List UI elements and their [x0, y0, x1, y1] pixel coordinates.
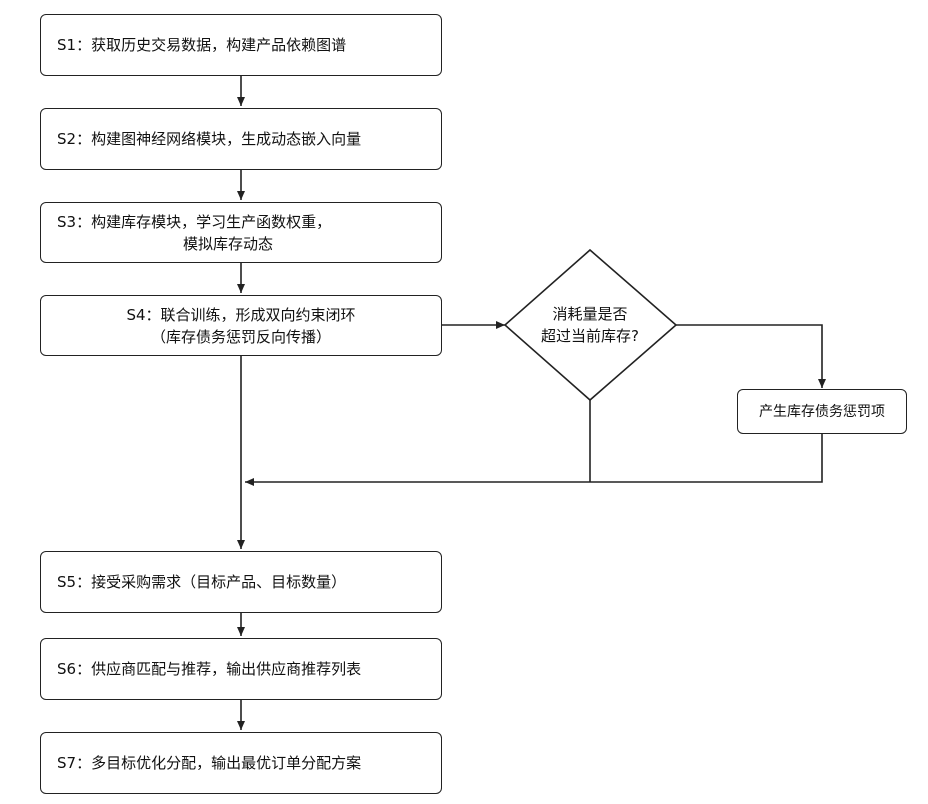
arrow-penalty-merge: [245, 434, 822, 482]
step-s5-box: S5：接受采购需求（目标产品、目标数量）: [40, 551, 442, 613]
step-s4-text-line1: S4：联合训练，形成双向约束闭环: [41, 304, 441, 326]
step-s3-text-line2: 模拟库存动态: [57, 233, 441, 255]
penalty-box: 产生库存债务惩罚项: [737, 389, 907, 434]
step-s2-box: S2：构建图神经网络模块，生成动态嵌入向量: [40, 108, 442, 170]
step-s3-box: S3：构建库存模块，学习生产函数权重， 模拟库存动态: [40, 202, 442, 263]
step-s3-text-line1: S3：构建库存模块，学习生产函数权重，: [57, 211, 441, 233]
decision-label: 消耗量是否 超过当前库存?: [510, 303, 670, 347]
step-s4-text-line2: （库存债务惩罚反向传播）: [41, 326, 441, 348]
step-s4-box: S4：联合训练，形成双向约束闭环 （库存债务惩罚反向传播）: [40, 295, 442, 356]
step-s7-box: S7：多目标优化分配，输出最优订单分配方案: [40, 732, 442, 794]
step-s5-text: S5：接受采购需求（目标产品、目标数量）: [57, 571, 441, 593]
step-s1-text: S1：获取历史交易数据，构建产品依赖图谱: [57, 34, 441, 56]
step-s6-text: S6：供应商匹配与推荐，输出供应商推荐列表: [57, 658, 441, 680]
step-s1-box: S1：获取历史交易数据，构建产品依赖图谱: [40, 14, 442, 76]
arrow-decision-penalty: [676, 325, 822, 388]
step-s7-text: S7：多目标优化分配，输出最优订单分配方案: [57, 752, 441, 774]
decision-text-line1: 消耗量是否: [510, 303, 670, 325]
penalty-text: 产生库存债务惩罚项: [738, 401, 906, 423]
step-s6-box: S6：供应商匹配与推荐，输出供应商推荐列表: [40, 638, 442, 700]
step-s2-text: S2：构建图神经网络模块，生成动态嵌入向量: [57, 128, 441, 150]
decision-text-line2: 超过当前库存?: [510, 325, 670, 347]
